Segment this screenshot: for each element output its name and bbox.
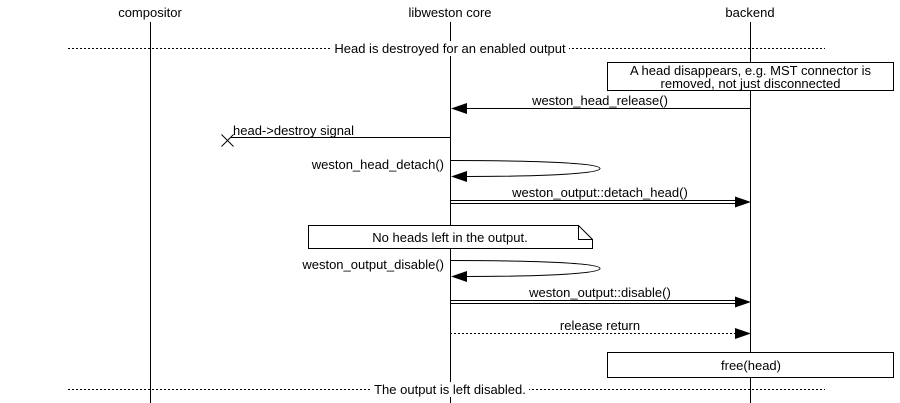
message-label-destroy-signal: head->destroy signal (233, 123, 355, 138)
message-label-release-return: release return (559, 318, 641, 333)
note-no-heads-fold-icon (578, 225, 593, 240)
note-head-disappears-line1: A head disappears, e.g. MST connector is (629, 63, 872, 78)
divider-top: Head is destroyed for an enabled output (0, 41, 900, 56)
message-label-detach-head: weston_output::detach_head() (512, 185, 688, 200)
selfcall-output-disable-arrowhead (451, 271, 467, 282)
message-label-output-disable: weston_output::disable() (529, 285, 671, 300)
arrow-head-release-arrowhead (451, 103, 467, 114)
note-head-disappears: A head disappears, e.g. MST connector is… (608, 64, 893, 90)
divider-bottom-label: The output is left disabled. (371, 382, 529, 397)
note-no-heads-label: No heads left in the output. (372, 230, 528, 245)
actor-label-libweston-core: libweston core (408, 5, 492, 20)
note-no-heads-box (308, 225, 593, 249)
divider-top-label: Head is destroyed for an enabled output (331, 41, 569, 56)
arrow-output-disable-arrowhead (735, 296, 751, 308)
selfcall-head-detach-loop (449, 160, 601, 177)
message-label-head-detach: weston_head_detach() (311, 157, 444, 172)
divider-bottom: The output is left disabled. (0, 382, 900, 397)
box-free-head (607, 352, 894, 378)
box-free-head-label: free(head) (721, 358, 781, 373)
lost-message-cross-icon (221, 134, 234, 147)
message-label-head-release: weston_head_release() (532, 93, 668, 108)
arrow-detach-head-arrowhead (735, 196, 751, 208)
actor-label-compositor: compositor (118, 5, 182, 20)
message-label-output-disable-call: weston_output_disable() (302, 257, 444, 272)
note-head-disappears-line2: removed, not just disconnected (660, 76, 841, 91)
actor-label-backend: backend (725, 5, 775, 20)
note-head-disappears-box (607, 62, 894, 91)
selfcall-head-detach-arrowhead (451, 171, 467, 182)
arrow-release-return-arrowhead (735, 328, 751, 339)
selfcall-output-disable-loop (449, 260, 601, 277)
